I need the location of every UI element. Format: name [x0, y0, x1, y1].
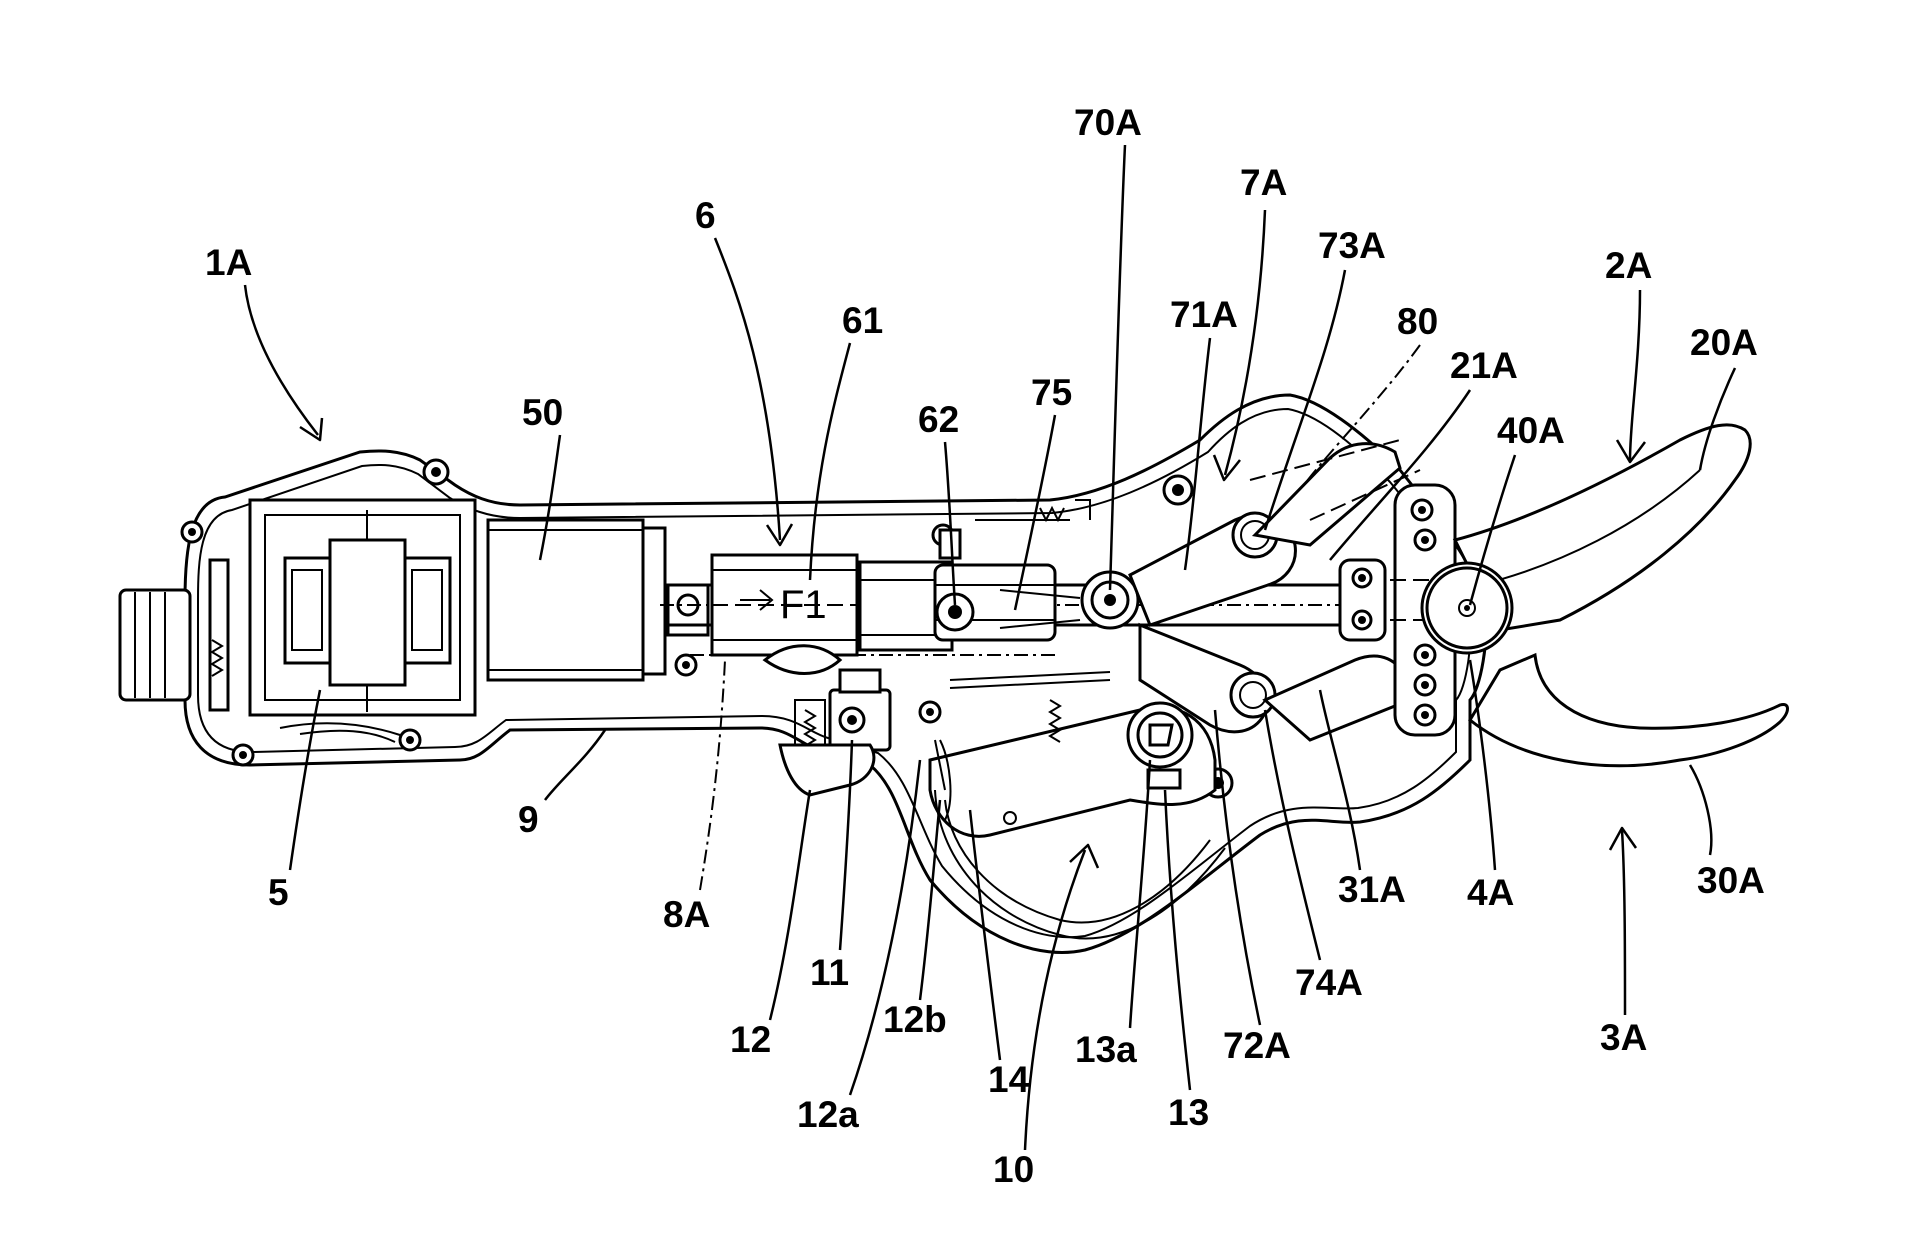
label-1A: 1A [205, 242, 252, 283]
label-72A: 72A [1223, 1025, 1291, 1066]
label-3A: 3A [1600, 1017, 1647, 1058]
label-9: 9 [518, 799, 539, 840]
label-13: 13 [1168, 1092, 1209, 1133]
label-75: 75 [1031, 372, 1072, 413]
label-12: 12 [730, 1019, 771, 1060]
link-75 [935, 500, 1090, 640]
label-61: 61 [842, 300, 883, 341]
label-14: 14 [988, 1059, 1030, 1100]
label-5: 5 [268, 872, 289, 913]
label-71A: 71A [1170, 294, 1238, 335]
label-11: 11 [810, 952, 849, 993]
label-7A: 7A [1240, 162, 1287, 203]
label-74A: 74A [1295, 962, 1363, 1003]
label-20A: 20A [1690, 322, 1758, 363]
label-70A: 70A [1074, 102, 1142, 143]
label-73A: 73A [1318, 225, 1386, 266]
label-6: 6 [695, 195, 716, 236]
switch-11 [830, 670, 890, 750]
reduction-gear-50 [488, 520, 665, 680]
label-13a: 13a [1075, 1029, 1137, 1070]
power-connector [120, 560, 228, 710]
label-8A: 8A [663, 894, 710, 935]
label-31A: 31A [1338, 869, 1406, 910]
label-62: 62 [918, 399, 959, 440]
label-12a: 12a [797, 1094, 859, 1135]
motor-5 [250, 500, 475, 742]
label-12b: 12b [883, 999, 947, 1040]
label-30A: 30A [1697, 860, 1765, 901]
label-10: 10 [993, 1149, 1034, 1190]
lower-blade-30A [1470, 655, 1788, 766]
label-4A: 4A [1467, 872, 1514, 913]
label-21A: 21A [1450, 345, 1518, 386]
label-50: 50 [522, 392, 563, 433]
label-80: 80 [1397, 301, 1438, 342]
label-2A: 2A [1605, 245, 1652, 286]
label-40A: 40A [1497, 410, 1565, 451]
f1-marking: F1 [780, 583, 827, 627]
blade-pivot-4A [1422, 563, 1512, 653]
